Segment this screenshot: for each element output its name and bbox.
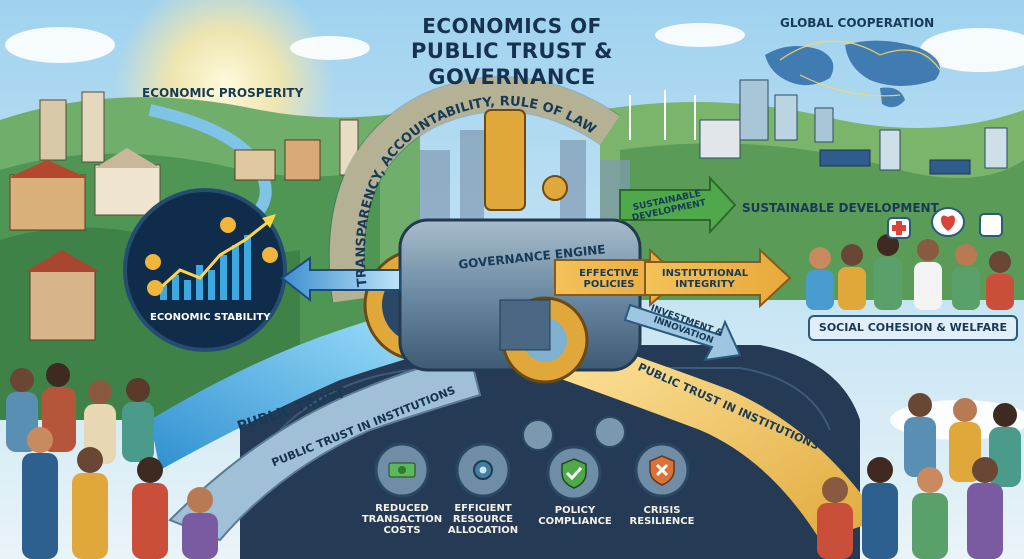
label-effective-policies: EFFECTIVE POLICIES (579, 268, 639, 290)
label-sustainable-development: SUSTAINABLE DEVELOPMENT (742, 201, 939, 215)
welfare-icons (887, 207, 1003, 239)
city-right (629, 79, 1008, 175)
check-shield-icon (561, 458, 587, 489)
city-left (8, 91, 359, 341)
crowd-left (6, 363, 218, 559)
arrow-to-stability (280, 256, 401, 303)
arrow-investment (623, 303, 742, 362)
label-economic-prosperity: ECONOMIC PROSPERITY (142, 86, 304, 100)
outcome-policy-compliance: POLICY COMPLIANCE (535, 505, 615, 527)
page-title: ECONOMICS OF PUBLIC TRUST & GOVERNANCE (330, 14, 694, 90)
cash-icon (388, 462, 416, 478)
label-social-cohesion: SOCIAL COHESION & WELFARE (808, 315, 1018, 341)
stability-chart (145, 214, 278, 300)
arrow-sustainable-development (619, 175, 737, 235)
gold-flow (550, 330, 880, 540)
title-line-2: PUBLIC TRUST & GOVERNANCE (411, 39, 613, 89)
outcome-efficient-resource-allocation: EFFICIENT RESOURCE ALLOCATION (435, 503, 531, 536)
arrow-institutional-integrity (644, 247, 792, 309)
outcome-label: EFFICIENT RESOURCE ALLOCATION (447, 503, 519, 536)
x-shield-icon (649, 455, 675, 486)
label-institutional-integrity: INSTITUTIONAL INTEGRITY (661, 268, 749, 290)
outcome-label: CRISIS RESILIENCE (629, 505, 695, 527)
crowd-right (806, 234, 1021, 559)
outcome-label: POLICY COMPLIANCE (538, 505, 612, 527)
outcome-crisis-resilience: CRISIS RESILIENCE (622, 505, 702, 527)
gear-icon (473, 460, 493, 480)
outcome-reduced-transaction-costs: REDUCED TRANSACTION COSTS (352, 503, 452, 536)
title-line-1: ECONOMICS OF (422, 14, 602, 38)
label-global-cooperation: GLOBAL COOPERATION (780, 16, 935, 30)
label-economic-stability: ECONOMIC STABILITY (150, 312, 271, 323)
outcome-label: REDUCED TRANSACTION COSTS (361, 503, 443, 536)
arc-banner-shape (329, 77, 620, 303)
